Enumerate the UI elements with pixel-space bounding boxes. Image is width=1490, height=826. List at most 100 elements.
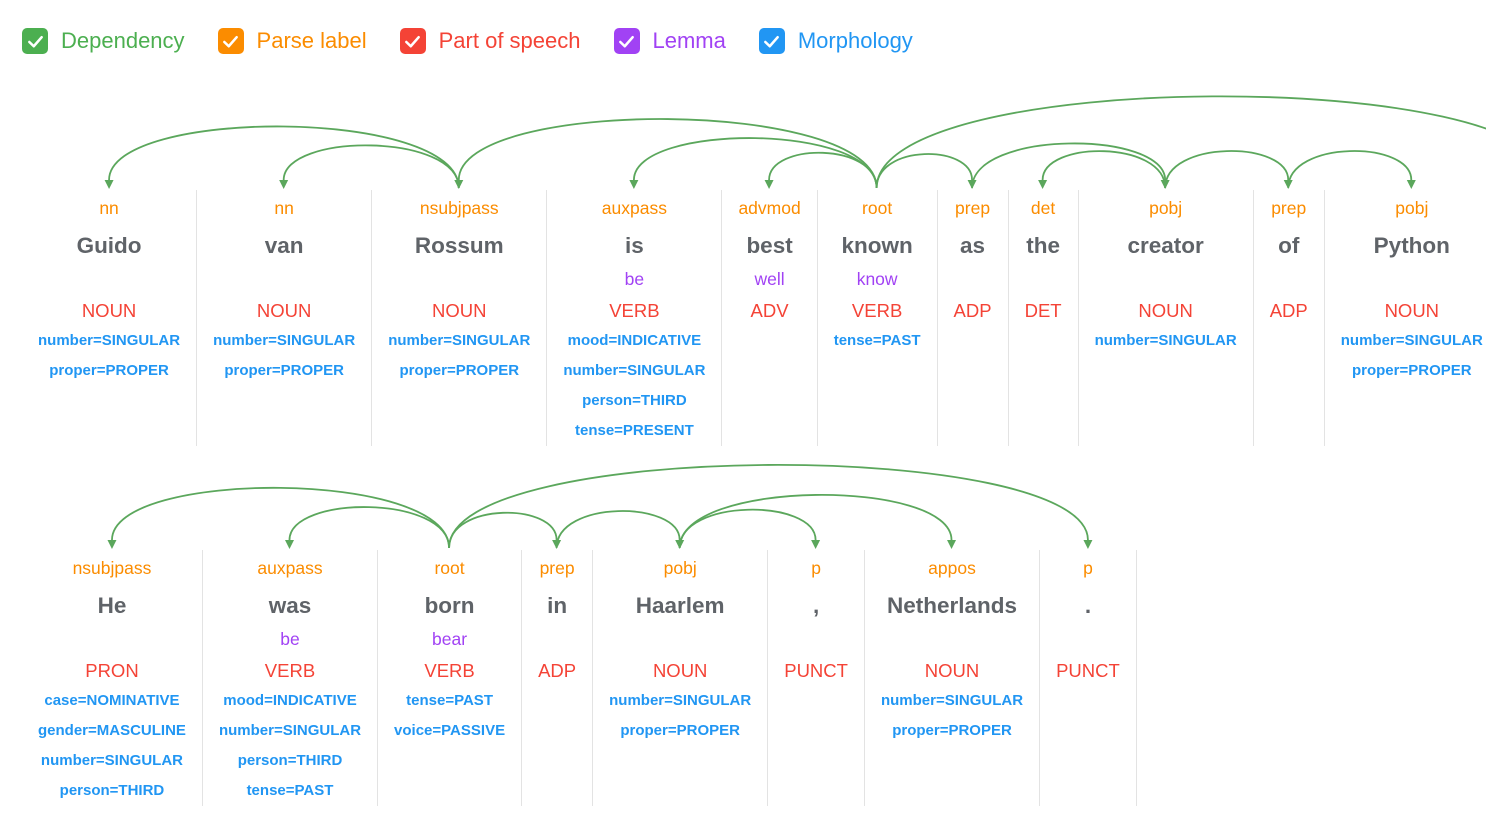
morphology-feature: mood=INDICATIVE <box>567 332 702 349</box>
token-lemma <box>213 266 355 296</box>
toggle-dependency[interactable]: Dependency <box>22 28 185 54</box>
token-word: Python <box>1373 233 1450 258</box>
pos-tag: VERB <box>424 660 475 681</box>
pos-tag: DET <box>1024 300 1062 321</box>
token-word: in <box>547 593 568 618</box>
morphology-feature: tense=PRESENT <box>574 422 694 439</box>
dependency-arc <box>1164 150 1290 189</box>
token-lemma <box>1025 266 1062 296</box>
morphology-feature: number=SINGULAR <box>213 332 356 349</box>
token-lemma <box>538 626 576 656</box>
toggle-morphology-label: Morphology <box>797 28 913 53</box>
morphology-feature: number=SINGULAR <box>38 332 181 349</box>
check-icon <box>223 35 238 48</box>
toggle-dependency-checkbox[interactable] <box>22 28 48 54</box>
morphology-feature: number=SINGULAR <box>609 692 752 709</box>
parse-label: root <box>862 198 893 218</box>
pos-tag: NOUN <box>1138 300 1193 321</box>
dependency-arc <box>971 142 1167 189</box>
parse-label: prep <box>1271 198 1307 218</box>
parse-label: p <box>811 558 821 578</box>
parse-label: prep <box>539 558 575 578</box>
toggle-morphology[interactable]: Morphology <box>758 28 913 54</box>
morphology-feature: person=THIRD <box>237 752 343 769</box>
dependency-arc <box>1041 150 1167 189</box>
arc-arrowhead-icon <box>629 180 639 189</box>
morphology-feature: proper=PROPER <box>620 722 740 739</box>
pos-tag: NOUN <box>652 660 708 681</box>
toggle-lemma-checkbox[interactable] <box>613 28 640 54</box>
dependency-arcs <box>107 464 1093 549</box>
arc-arrowhead-icon <box>279 180 289 189</box>
dependency-arcs <box>104 95 1486 189</box>
arc-arrowhead-icon <box>454 180 464 189</box>
toggle-lemma[interactable]: Lemma <box>613 28 726 54</box>
dependency-arc <box>1287 150 1413 189</box>
token-period[interactable]: p.PUNCT <box>1039 550 1137 806</box>
arc-arrowhead-icon <box>1038 180 1048 189</box>
morphology-feature: proper=PROPER <box>1351 362 1472 379</box>
morphology-feature: gender=MASCULINE <box>38 722 186 739</box>
token-lemma: be <box>280 629 300 649</box>
morphology-feature: number=SINGULAR <box>1094 332 1237 349</box>
pos-tag: ADP <box>1269 300 1308 321</box>
toggle-morphology-checkbox[interactable] <box>758 28 785 54</box>
token-word: the <box>1026 233 1060 258</box>
token-lemma <box>38 266 180 296</box>
arc-arrowhead-icon <box>104 180 114 189</box>
morphology-feature: number=SINGULAR <box>563 362 706 379</box>
dependency-arc <box>448 464 1089 549</box>
pos-tag: PUNCT <box>1056 660 1120 681</box>
parse-label: pobj <box>663 558 697 578</box>
token-comma[interactable]: p,PUNCT <box>767 550 864 806</box>
token-word: of <box>1278 233 1300 258</box>
parse-label: advmod <box>738 198 801 218</box>
token-word: , <box>812 593 820 618</box>
pos-tag: VERB <box>264 660 316 681</box>
check-icon <box>27 35 43 48</box>
dependency-arc <box>875 95 1486 189</box>
parse-label: auxpass <box>257 558 323 578</box>
morphology-feature: number=SINGULAR <box>218 722 362 739</box>
arc-arrowhead-icon <box>811 540 821 549</box>
pos-tag: NOUN <box>256 300 312 321</box>
dependency-arc <box>457 118 878 189</box>
parse-label: pobj <box>1395 198 1429 218</box>
token-word: known <box>841 233 913 258</box>
toggle-dependency-label: Dependency <box>61 28 185 53</box>
pos-tag: NOUN <box>432 300 487 321</box>
toggle-parse-label[interactable]: Parse label <box>217 28 367 54</box>
check-icon <box>619 35 634 48</box>
toggle-part-of-speech-checkbox[interactable] <box>399 28 426 54</box>
arc-arrowhead-icon <box>1083 540 1093 549</box>
token-word: is <box>625 233 644 258</box>
toggle-part-of-speech[interactable]: Part of speech <box>399 28 581 54</box>
token-lemma <box>388 266 530 296</box>
token-word: as <box>960 233 986 258</box>
parse-label: pobj <box>1149 198 1183 218</box>
toggle-parse-label-checkbox[interactable] <box>217 28 244 54</box>
morphology-feature: tense=PAST <box>833 332 921 349</box>
